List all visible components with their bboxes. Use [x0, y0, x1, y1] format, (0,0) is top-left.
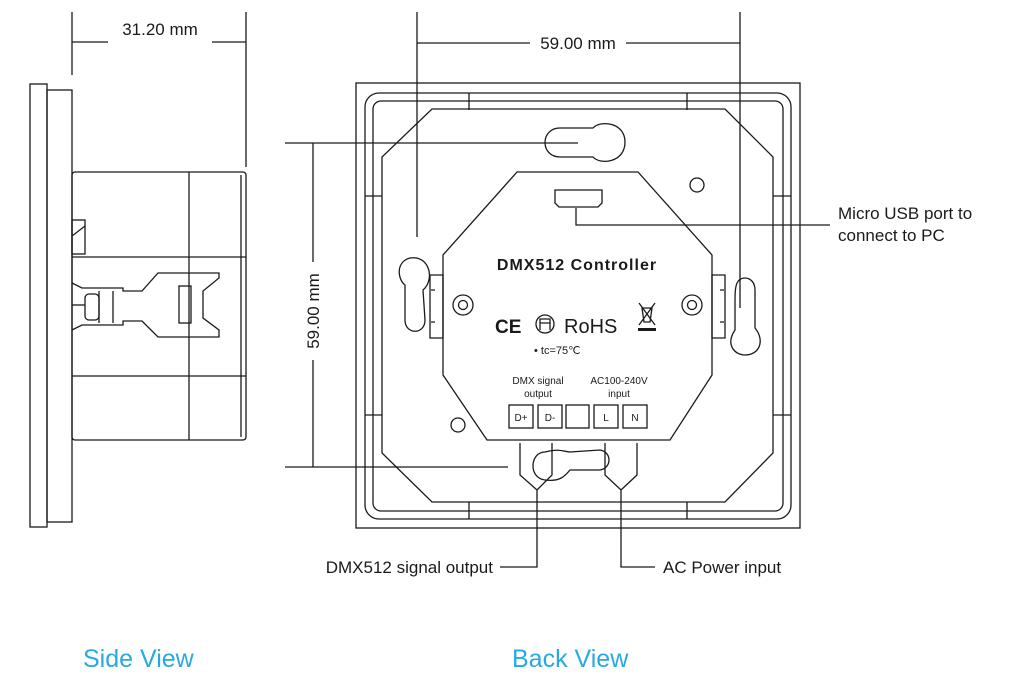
keyhole-bottom	[532, 449, 610, 482]
usb-callout-line2: connect to PC	[838, 226, 945, 245]
micro-usb-port	[554, 189, 603, 208]
back-inner-frame	[364, 92, 792, 520]
certification-icon	[535, 314, 555, 334]
terminal-d-plus: D+	[514, 413, 527, 424]
rohs-mark: RoHS	[564, 316, 617, 338]
ac-input-callout: AC Power input	[663, 558, 781, 577]
back-height-dimension: 59.00 mm	[285, 142, 578, 468]
dmx-group-label-2: output	[524, 389, 552, 400]
keyhole-left	[398, 257, 431, 332]
terminal-d-minus: D-	[545, 413, 556, 424]
side-view-drawing	[29, 83, 247, 528]
dmx-output-callout: DMX512 signal output	[326, 558, 494, 577]
ac-group-label: AC100-240V	[590, 376, 648, 387]
terminal-l: L	[603, 413, 609, 424]
module-title: DMX512 Controller	[497, 257, 657, 274]
side-front-plate	[29, 83, 48, 528]
ac-group-label-2: input	[608, 389, 630, 400]
side-depth-dimension: 31.20 mm	[71, 12, 247, 167]
dmx-group-label: DMX signal	[512, 376, 563, 387]
back-view-drawing: DMX512 Controller CE RoHS • tc=75℃ DMX s…	[355, 82, 830, 568]
side-body	[71, 171, 247, 441]
back-width-dimension: 59.00 mm	[416, 12, 741, 308]
keyhole-right	[730, 277, 761, 356]
side-frame	[46, 89, 73, 523]
controller-module	[442, 171, 713, 441]
ce-mark: CE	[495, 317, 521, 338]
back-width-label: 59.00 mm	[540, 34, 616, 53]
back-height-label: 59.00 mm	[304, 273, 323, 349]
weee-bin-icon	[638, 302, 656, 331]
back-outer-frame	[355, 82, 801, 529]
dmx-wire-leader	[500, 443, 553, 568]
side-view-caption: Side View	[83, 645, 194, 673]
usb-leader	[575, 208, 830, 226]
terminal-n: N	[631, 413, 638, 424]
mounting-plate	[381, 108, 774, 503]
back-view-caption: Back View	[512, 645, 629, 673]
side-depth-label: 31.20 mm	[122, 20, 198, 39]
side-bracket	[71, 272, 220, 338]
ac-wire-leader	[604, 443, 655, 568]
usb-callout-line1: Micro USB port to	[838, 204, 972, 223]
terminal-block: D+ D- L N	[508, 404, 648, 429]
tc-rating: • tc=75℃	[534, 345, 580, 357]
